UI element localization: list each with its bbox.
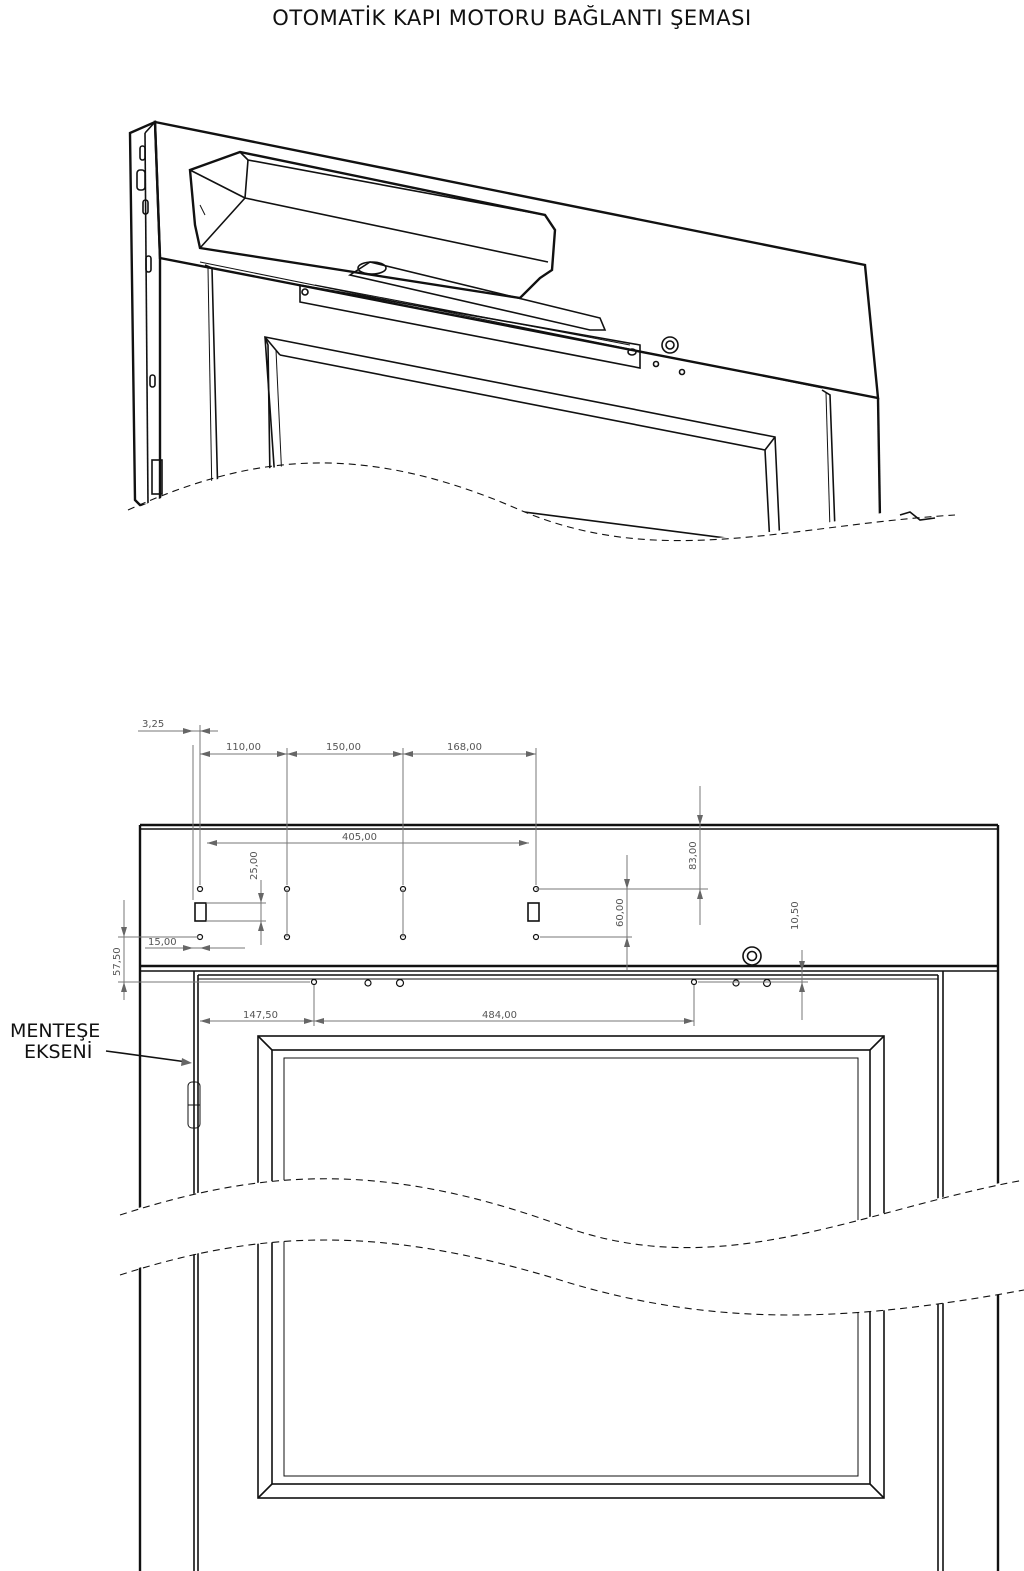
dim-405: 405,00 [342, 832, 377, 843]
dim-25: 25,00 [249, 851, 260, 880]
dimension-lines [105, 725, 808, 1066]
dim-3-25: 3,25 [142, 719, 164, 730]
dim-150: 150,00 [326, 742, 361, 753]
front-elevation [115, 823, 1024, 1571]
dim-147-50: 147,50 [243, 1010, 278, 1021]
dim-15: 15,00 [148, 937, 177, 948]
dim-484: 484,00 [482, 1010, 517, 1021]
hinge-axis-label-line1: MENTEŞE [10, 1020, 100, 1042]
dim-60: 60,00 [615, 898, 626, 927]
dim-110: 110,00 [226, 742, 261, 753]
dim-83: 83,00 [688, 841, 699, 870]
dim-10-50: 10,50 [790, 901, 801, 930]
page-title: OTOMATİK KAPI MOTORU BAĞLANTI ŞEMASI [272, 6, 752, 30]
isometric-door-view [110, 120, 960, 620]
dim-168: 168,00 [447, 742, 482, 753]
hinge-axis-label-line2: EKSENİ [24, 1040, 92, 1063]
dim-57-50: 57,50 [112, 947, 123, 976]
